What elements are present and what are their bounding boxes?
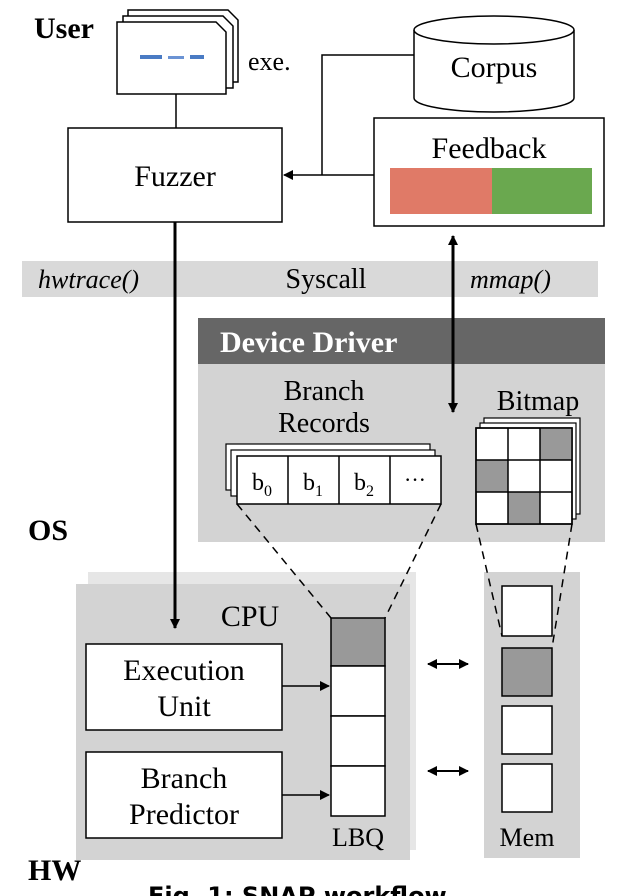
fuzzer-label: Fuzzer [134, 160, 216, 193]
bitmap-label: Bitmap [497, 386, 579, 417]
bitmap-grid [475, 417, 581, 525]
feedback-label: Feedback [432, 132, 547, 165]
feedback-bar-green [492, 168, 592, 214]
syscall-label: Syscall [286, 264, 367, 295]
mem-label: Mem [500, 823, 555, 852]
corpus-label: Corpus [451, 51, 538, 84]
hw-layer-label: HW [28, 854, 81, 887]
cpu-label: CPU [221, 600, 280, 633]
execution-unit-line2: Unit [157, 690, 211, 723]
syscall-band [22, 261, 598, 297]
record-b1: b1 [303, 470, 323, 500]
record-b0: b0 [252, 470, 272, 500]
user-program-icon [116, 9, 239, 95]
lbq-label: LBQ [332, 823, 384, 852]
branch-records-label-line1: Branch [284, 376, 365, 407]
branch-predictor-line1: Branch [141, 762, 228, 795]
branch-predictor-line2: Predictor [129, 798, 239, 831]
hwtrace-label: hwtrace() [38, 265, 139, 294]
device-driver-title: Device Driver [220, 326, 397, 359]
branch-records [236, 455, 442, 505]
feedback-bar-red [390, 168, 492, 214]
os-layer-label: OS [28, 514, 68, 547]
user-layer-label: User [34, 12, 94, 45]
mem-slots [501, 585, 553, 813]
lbq-queue [330, 617, 386, 817]
fuzzer-box [67, 127, 283, 223]
mmap-label: mmap() [470, 265, 551, 294]
branch-predictor-box [85, 751, 283, 839]
branch-records-label-line2: Records [278, 408, 370, 439]
record-b2: b2 [354, 470, 374, 500]
exe-label: exe. [248, 47, 291, 76]
execution-unit-line1: Execution [123, 654, 245, 687]
figure-caption: Fig. 1: SNAP workflow. [148, 882, 454, 896]
corpus-cylinder [413, 15, 575, 113]
device-driver-header [198, 318, 605, 364]
execution-unit-box [85, 643, 283, 731]
record-ellipsis: ··· [404, 467, 426, 492]
